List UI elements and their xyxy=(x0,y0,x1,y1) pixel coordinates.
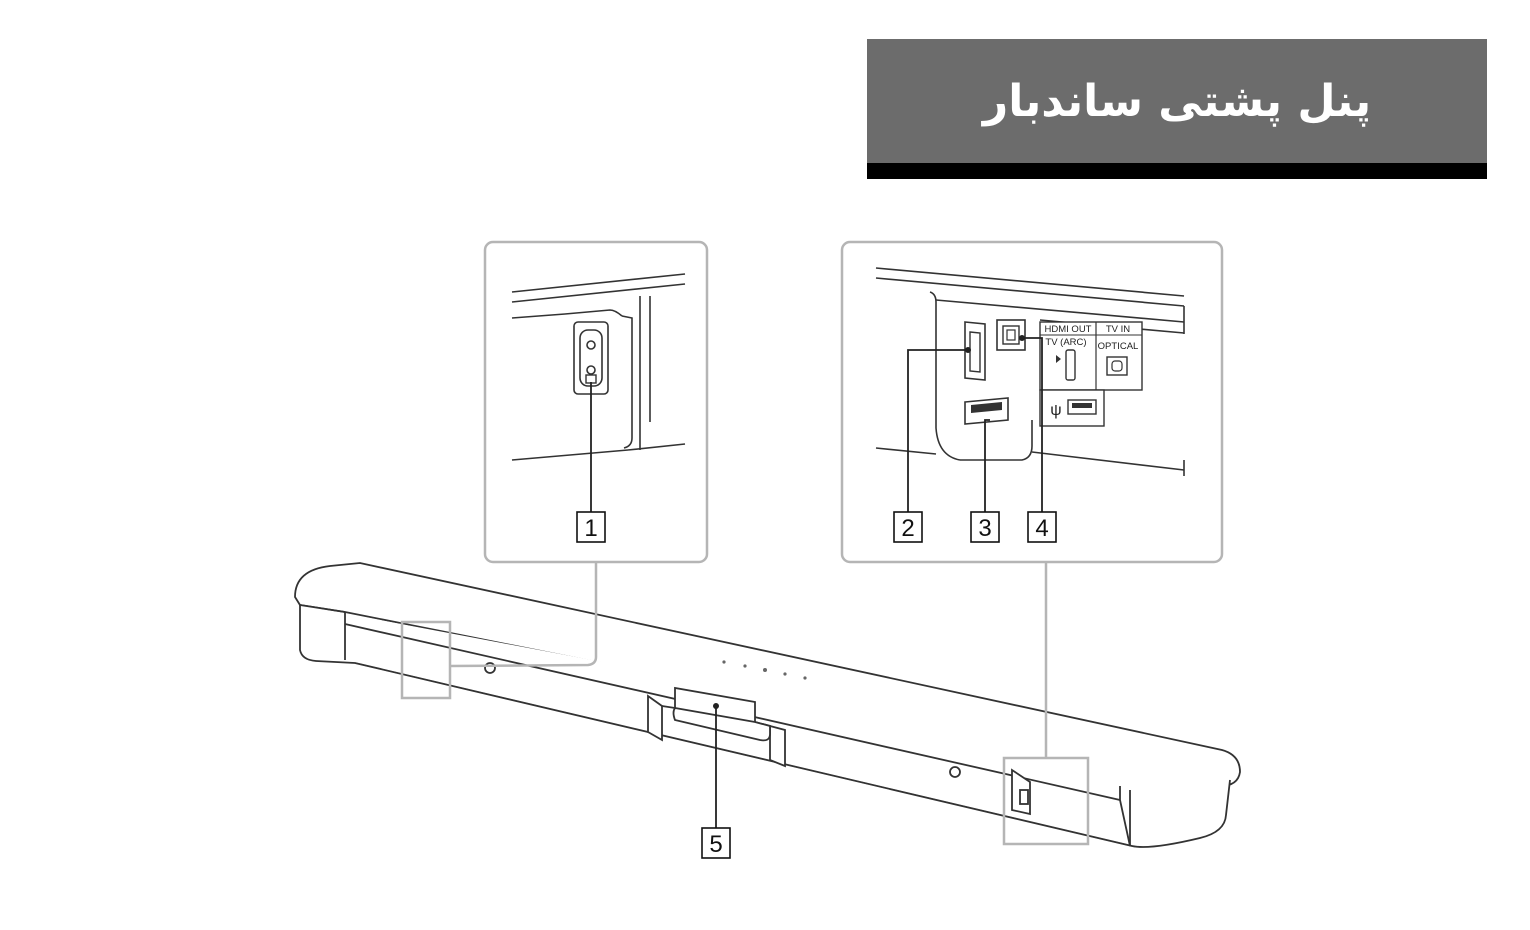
page-title-text: پنل پشتی ساندبار xyxy=(982,75,1372,127)
callout-1-label: 1 xyxy=(584,515,597,542)
usb-port xyxy=(964,397,1009,425)
hdmi-legend-icon xyxy=(1065,349,1076,381)
detail-left-linework xyxy=(511,273,686,461)
soundbar-body xyxy=(294,562,1241,848)
leader-line-panel-left xyxy=(449,563,598,668)
keyhole-right xyxy=(949,766,961,778)
detail-frame-left xyxy=(483,240,709,564)
hdmi-port xyxy=(964,321,986,381)
wall-mount-bracket xyxy=(647,694,663,742)
leader-line-2 xyxy=(907,349,968,512)
title-underbar xyxy=(867,163,1487,179)
usb-legend: ψ xyxy=(1039,389,1105,427)
callout-5-label: 5 xyxy=(709,831,722,858)
callout-4-label: 4 xyxy=(1035,515,1048,542)
callout-3-label: 3 xyxy=(978,515,991,542)
callout-2-label: 2 xyxy=(901,515,914,542)
leader-line-3 xyxy=(984,419,990,512)
hdmi-arrow-icon xyxy=(1056,355,1061,363)
detail-panel-right: HDMI OUT TV (ARC) TV IN OPTICAL ψ 2 3 xyxy=(840,240,1224,564)
port-legend: HDMI OUT TV (ARC) TV IN OPTICAL xyxy=(1039,321,1143,391)
callout-4: 4 xyxy=(1027,511,1057,543)
page-title: پنل پشتی ساندبار xyxy=(867,39,1487,163)
tv-arc-label: TV (ARC) xyxy=(1045,337,1086,348)
callout-3: 3 xyxy=(970,511,1000,543)
hdmi-out-label: HDMI OUT xyxy=(1045,324,1092,335)
optical-port xyxy=(996,319,1026,351)
optical-label: OPTICAL xyxy=(1098,341,1139,352)
detail-panel-left: 1 xyxy=(483,240,709,564)
leader-line-4 xyxy=(1022,337,1043,512)
ac-inlet-port xyxy=(573,321,609,395)
callout-1: 1 xyxy=(576,511,606,543)
callout-2: 2 xyxy=(893,511,923,543)
usb-icon: ψ xyxy=(1050,402,1061,419)
callout-5: 5 xyxy=(701,827,731,859)
highlight-box-ac-inlet xyxy=(400,620,452,700)
tv-in-label: TV IN xyxy=(1106,324,1130,335)
top-button-dots xyxy=(722,660,807,680)
